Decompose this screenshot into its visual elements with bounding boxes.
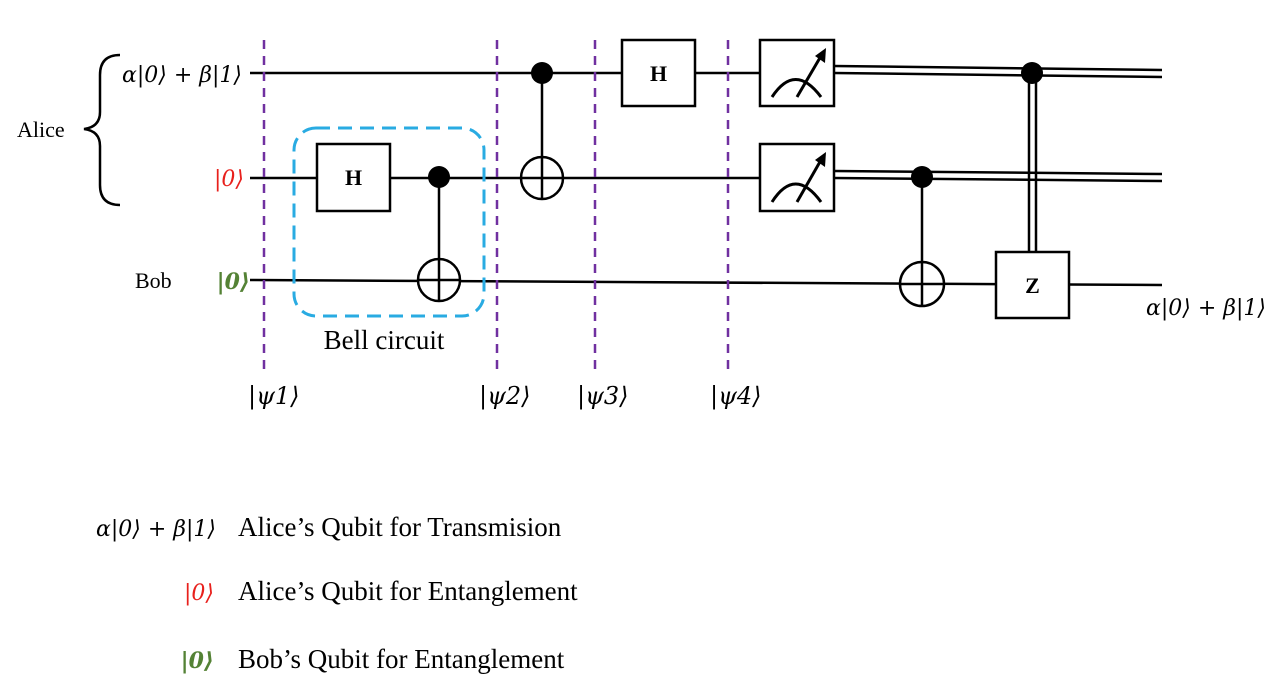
- input-state-q2: |0⟩: [217, 269, 250, 295]
- hadamard-gate-q1: [315, 142, 392, 213]
- classical-control-z-dot: [1021, 62, 1043, 84]
- hadamard-gate-q0: [620, 38, 697, 108]
- cnot-alice-control: [531, 62, 553, 84]
- output-state-label: α|0⟩ + β|1⟩: [1146, 296, 1266, 321]
- stage-label-4: |ψ4⟩: [710, 382, 762, 411]
- cnot-bell-target: [416, 257, 462, 303]
- measurement-meter-q1: [758, 142, 836, 213]
- hadamard-gate-q1-label: H: [345, 165, 362, 190]
- input-state-q0: α|0⟩ + β|1⟩: [122, 63, 242, 88]
- cnot-bell-control: [428, 166, 450, 188]
- classical-control-x-dot: [911, 166, 933, 188]
- hadamard-gate-q0-label: H: [650, 61, 667, 86]
- stage-label-1: |ψ1⟩: [248, 382, 300, 411]
- legend-text-transmission: Alice’s Qubit for Transmision: [238, 512, 562, 542]
- x-correction-target: [898, 260, 946, 308]
- bell-circuit-label: Bell circuit: [324, 325, 445, 355]
- classical-wire-q1: [833, 169, 1163, 183]
- z-correction-gate-label: Z: [1025, 273, 1040, 298]
- alice-label: Alice: [17, 117, 65, 142]
- input-state-q1: |0⟩: [214, 167, 244, 192]
- bob-label: Bob: [135, 268, 172, 293]
- legend-text-alice-entanglement: Alice’s Qubit for Entanglement: [238, 576, 578, 606]
- legend-symbol-bob-entanglement: |0⟩: [181, 648, 214, 674]
- z-correction-gate: [994, 250, 1071, 320]
- alice-brace: [83, 53, 121, 207]
- stage-label-3: |ψ3⟩: [577, 382, 629, 411]
- stage-label-2: |ψ2⟩: [479, 382, 531, 411]
- bell-circuit-box: [292, 126, 486, 318]
- legend-symbol-alice-entanglement: |0⟩: [184, 581, 214, 606]
- legend-symbol-transmission: α|0⟩ + β|1⟩: [96, 517, 216, 542]
- legend: α|0⟩ + β|1⟩ Alice’s Qubit for Transmisio…: [96, 512, 578, 674]
- cnot-alice-target: [519, 155, 565, 201]
- classical-control-z-connector: [1027, 73, 1038, 252]
- measurement-meter-q0: [758, 38, 836, 108]
- legend-text-bob-entanglement: Bob’s Qubit for Entanglement: [238, 644, 565, 674]
- classical-wire-q0: [833, 64, 1163, 79]
